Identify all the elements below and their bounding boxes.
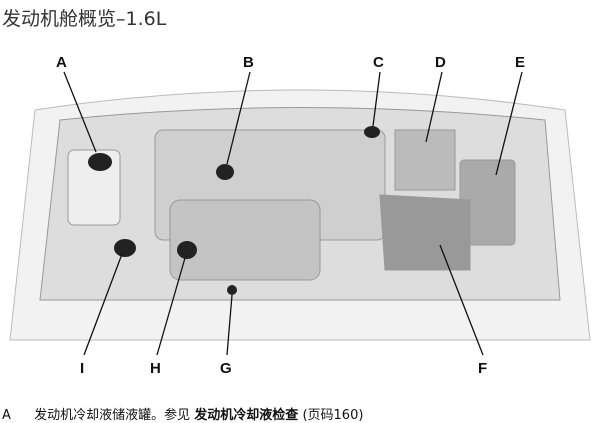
callout-a: A (56, 54, 67, 71)
callout-h: H (150, 360, 161, 377)
callout-d: D (435, 54, 446, 71)
engine-compartment-illustration (9, 71, 591, 356)
footnote-page: (页码160) (302, 408, 364, 423)
callout-g: G (220, 360, 232, 377)
callout-f: F (478, 360, 488, 377)
leader-a (63, 71, 97, 153)
callout-e: E (515, 54, 526, 71)
page-title: 发动机舱概览–1.6L (2, 8, 167, 30)
callout-c: C (373, 54, 384, 71)
footnote-key: A (2, 408, 11, 423)
footnote-link[interactable]: 发动机冷却液检查 (194, 408, 299, 423)
footnote-a: A 发动机冷却液储液罐。参见 发动机冷却液检查 (页码160) (2, 404, 363, 423)
callout-b: B (243, 54, 254, 71)
callout-i: I (80, 360, 85, 377)
footnote-text: 发动机冷却液储液罐。参见 (34, 408, 191, 423)
